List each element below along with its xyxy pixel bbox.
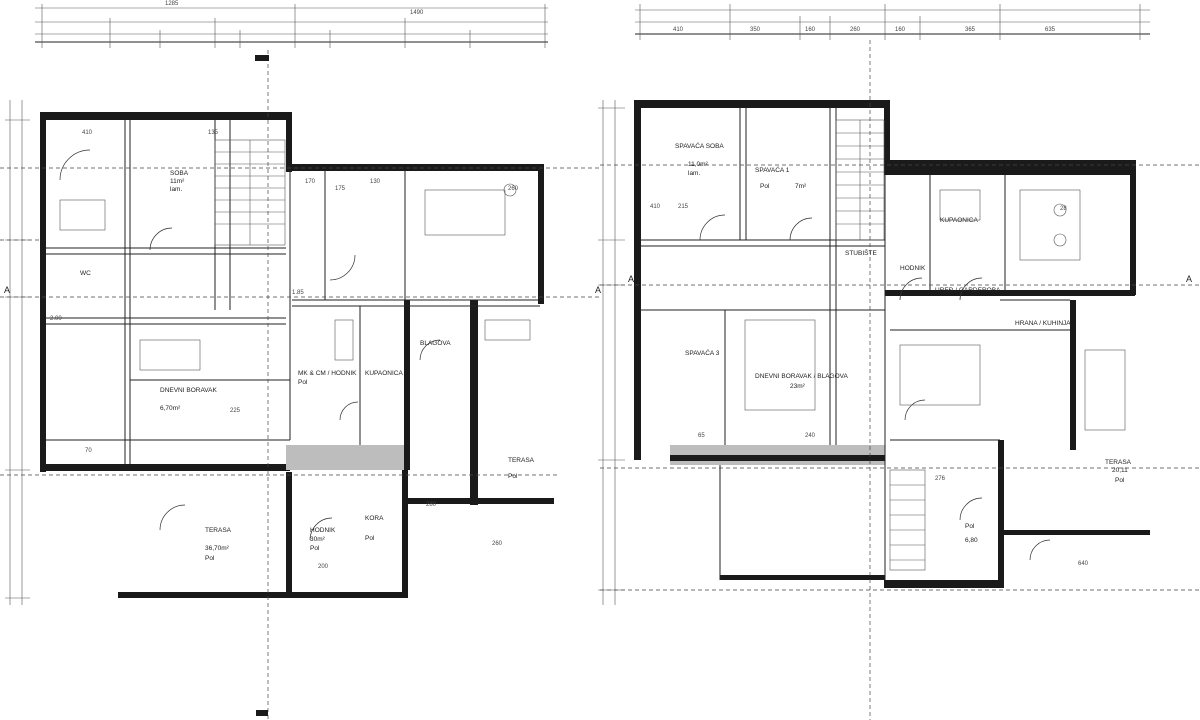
left-top-dimension-lines: 1285 1490 <box>35 1 548 48</box>
room-label: SPAVAĆA SOBA <box>675 141 724 150</box>
left-staircase <box>214 139 286 246</box>
room-label: BLAGOVA <box>420 340 451 347</box>
right-top-dimension-lines: 410 350 160 260 160 365 635 <box>635 4 1150 40</box>
room-floor: Pol <box>365 535 375 542</box>
dim-label: 175 <box>335 186 346 192</box>
dim-label: 280 <box>426 502 437 508</box>
room-label: DNEVNI BORAVAK <box>160 387 217 394</box>
dim-top: 365 <box>965 27 976 33</box>
room-floor: lam. <box>170 186 182 193</box>
dim-top: 635 <box>1045 27 1056 33</box>
room-label: Pol <box>965 523 975 530</box>
section-mark: A <box>4 285 10 295</box>
room-label: KUPAONICA <box>365 370 403 377</box>
dim-label: 240 <box>805 433 816 439</box>
dim-label: 410 <box>650 204 661 210</box>
dim-label: 260 <box>508 186 519 192</box>
dim-top-right: 1490 <box>410 10 424 16</box>
dim-label: 1.85 <box>292 290 304 296</box>
dim-label: 130 <box>370 179 381 185</box>
room-label: UREĐ / GARDEROBA <box>935 287 1001 294</box>
left-door-swings <box>59 149 441 541</box>
room-floor: Pol <box>298 379 308 386</box>
left-section-markers: A A <box>4 55 601 716</box>
room-label: MK & CM / HODNIK <box>298 370 357 377</box>
room-label: KORA <box>365 515 384 522</box>
room-label: SOBA <box>170 170 189 177</box>
dim-label: 200 <box>318 564 329 570</box>
dim-label: 225 <box>230 408 241 414</box>
left-guide-lines <box>0 50 600 720</box>
right-staircase <box>835 119 926 571</box>
dim-label: 2.00 <box>50 316 62 322</box>
right-dimension-labels: 410 215 240 276 640 65 28 <box>650 204 1089 567</box>
room-label: WC <box>80 270 91 277</box>
room-label: TERASA <box>508 457 535 464</box>
room-label: SPAVAĆA 3 <box>685 348 720 357</box>
room-label: TERASA <box>1105 459 1132 466</box>
room-floor: Pol <box>760 183 770 190</box>
right-floor-plan: 410 350 160 260 160 365 635 <box>598 4 1200 720</box>
dim-label: 135 <box>208 130 219 136</box>
room-label: STUBIŠTE <box>845 248 877 257</box>
dim-label: 640 <box>1078 561 1089 567</box>
dim-top: 410 <box>673 27 684 33</box>
room-label: HRANA / KUHINJA <box>1015 320 1071 327</box>
room-area: 7m² <box>795 183 807 190</box>
room-label: SPAVAĆA 1 <box>755 165 790 174</box>
room-area: 30m² <box>310 536 326 543</box>
dim-top-left: 1285 <box>165 1 179 7</box>
room-area: 11,0m² <box>688 161 709 168</box>
dim-label: 65 <box>698 433 705 439</box>
right-interior-walls <box>640 108 1070 580</box>
room-label: KUPAONICA <box>940 217 978 224</box>
room-floor: Pol <box>310 545 320 552</box>
left-fixtures <box>59 183 531 371</box>
left-side-dimension-lines <box>5 100 30 605</box>
room-floor: Pol <box>1115 477 1125 484</box>
dim-label: 276 <box>935 476 946 482</box>
room-area: 6,80 <box>965 537 978 544</box>
left-exterior-walls <box>40 112 554 598</box>
room-area: 20,11 <box>1112 467 1128 474</box>
room-label: TERASA <box>205 527 232 534</box>
room-area: 6,70m² <box>160 405 181 412</box>
room-floor: Pol <box>508 473 518 480</box>
left-floor-plan: 1285 1490 <box>0 1 601 720</box>
room-floor: lam. <box>688 170 700 177</box>
left-dimension-labels: 410 135 170 175 130 225 200 260 70 260 2… <box>50 130 519 570</box>
room-area: 11m² <box>170 178 185 185</box>
room-area: 23m² <box>790 383 806 390</box>
right-door-swings <box>699 214 1051 561</box>
room-label: HODNIK <box>310 527 336 534</box>
dim-top: 350 <box>750 27 761 33</box>
dim-top: 260 <box>850 27 861 33</box>
dim-top: 160 <box>805 27 816 33</box>
room-label: DNEVNI BORAVAK / BLAGOVA <box>755 373 848 380</box>
room-area: 36,70m² <box>205 545 230 552</box>
dim-top: 160 <box>895 27 906 33</box>
section-mark: A <box>595 285 601 295</box>
right-exterior-walls <box>634 100 1150 588</box>
right-section-markers: A A <box>628 274 1192 284</box>
dim-label: 410 <box>82 130 93 136</box>
dim-label: 260 <box>492 541 503 547</box>
right-side-dimension-lines <box>598 100 625 605</box>
right-room-labels: SPAVAĆA SOBA 11,0m² lam. SPAVAĆA 1 7m² P… <box>675 141 1132 544</box>
section-mark: A <box>628 274 634 284</box>
right-guide-lines <box>600 40 1200 720</box>
dim-label: 215 <box>678 204 689 210</box>
dim-label: 28 <box>1060 206 1067 212</box>
dim-label: 70 <box>85 448 92 454</box>
left-room-labels: SOBA 11m² lam. WC DNEVNI BORAVAK 6,70m² … <box>80 170 535 562</box>
dim-label: 170 <box>305 179 316 185</box>
room-floor: Pol <box>205 555 215 562</box>
room-label: HODNIK <box>900 265 926 272</box>
right-fixtures <box>744 189 1126 431</box>
section-mark: A <box>1186 274 1192 284</box>
